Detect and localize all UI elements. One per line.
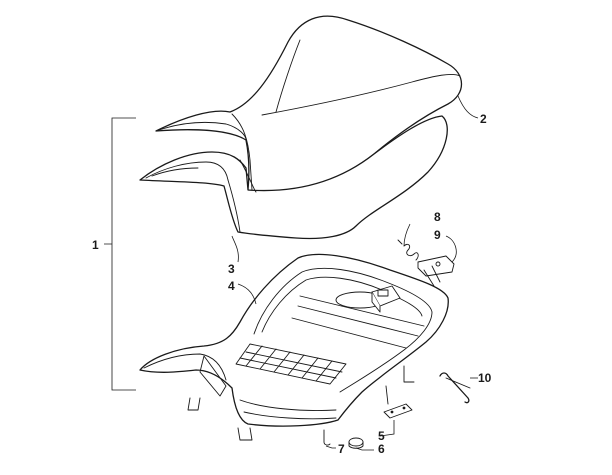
- callout-2: 2: [480, 112, 487, 126]
- pin: [323, 429, 331, 446]
- grommet: [348, 437, 364, 449]
- callout-6: 6: [378, 442, 385, 456]
- latch-rod: [439, 372, 471, 404]
- seat-foam: [139, 115, 448, 240]
- callout-4: 4: [228, 279, 235, 293]
- callout-7: 7: [338, 442, 345, 456]
- assembly-bracket: [104, 117, 136, 391]
- leader-lines: [231, 95, 479, 451]
- seat-cover: [155, 15, 463, 193]
- bracket-plate: [383, 403, 413, 419]
- latch-bracket: [417, 255, 455, 287]
- callout-3: 3: [228, 262, 235, 276]
- callout-10: 10: [478, 371, 492, 385]
- seat-base-pan: [139, 253, 449, 441]
- callout-1: 1: [92, 238, 99, 252]
- callout-8: 8: [434, 210, 441, 224]
- callout-9: 9: [434, 228, 441, 242]
- latch-spring: [397, 239, 419, 261]
- callout-5: 5: [378, 429, 385, 443]
